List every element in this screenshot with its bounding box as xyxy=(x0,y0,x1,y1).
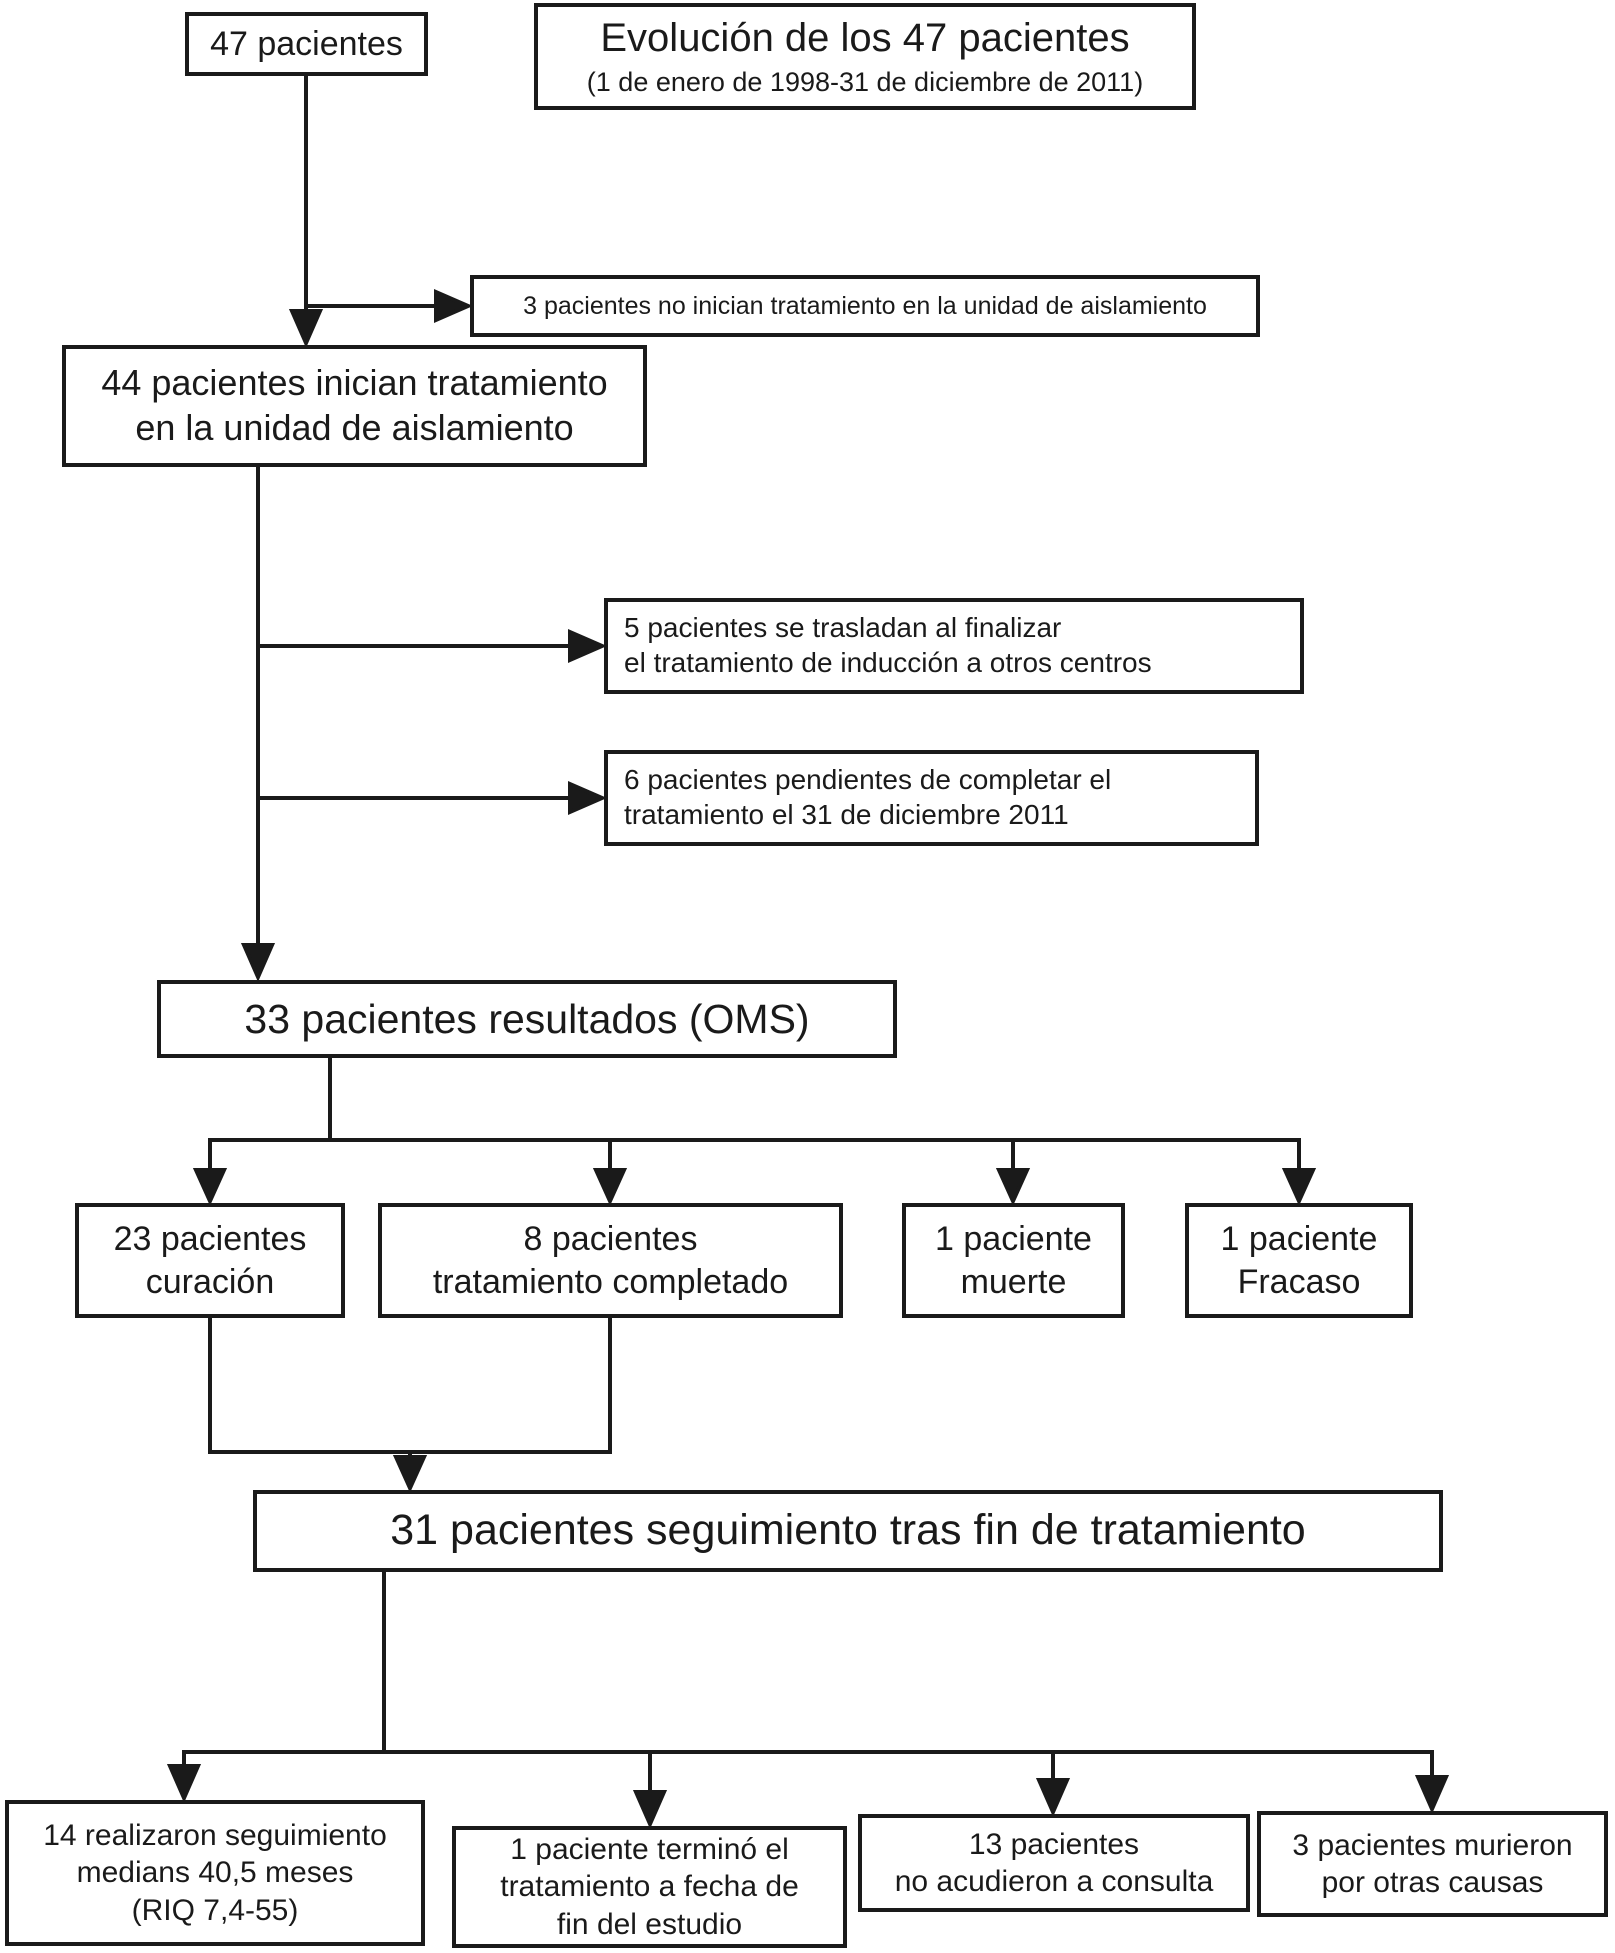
arrowhead-failure xyxy=(1281,1168,1317,1206)
node-14-seguimiento-line3: (RIQ 7,4-55) xyxy=(131,1893,299,1927)
node-13-no-acudieron-line1: 13 pacientes xyxy=(968,1827,1140,1861)
arrowhead-completed xyxy=(592,1168,628,1206)
diagram-subtitle: (1 de enero de 1998-31 de diciembre de 2… xyxy=(586,66,1144,97)
node-3-no-inician-label: 3 pacientes no inician tratamiento en la… xyxy=(523,291,1207,320)
arrowhead-47-to-no3 xyxy=(434,288,473,324)
arrowhead-44-to-33 xyxy=(240,943,276,982)
node-1-termino-line3: fin del estudio xyxy=(556,1907,743,1941)
node-13-no-acudieron-line2: no acudieron a consulta xyxy=(894,1865,1214,1898)
node-1-muerte-line1: 1 paciente xyxy=(935,1220,1092,1259)
node-3-murieron: 3 pacientes murieron por otras causas xyxy=(1257,1811,1608,1917)
arrowhead-died3 xyxy=(1414,1775,1450,1814)
node-1-termino: 1 paciente terminó el tratamiento a fech… xyxy=(452,1826,847,1948)
arrowhead-44-to-6 xyxy=(568,780,607,816)
node-33-resultados-label: 33 pacientes resultados (OMS) xyxy=(244,995,810,1042)
node-23-curacion-line1: 23 pacientes xyxy=(113,1220,307,1259)
node-1-muerte-line2: muerte xyxy=(960,1262,1067,1301)
node-14-seguimiento-line1: 14 realizaron seguimiento xyxy=(43,1819,387,1853)
node-31-seguimiento: 31 pacientes seguimiento tras fin de tra… xyxy=(253,1490,1443,1572)
node-44-inician-line2: en la unidad de aislamiento xyxy=(135,407,574,448)
node-13-no-acudieron: 13 pacientes no acudieron a consulta xyxy=(858,1814,1250,1912)
node-5-trasladan-line2: el tratamiento de inducción a otros cent… xyxy=(624,647,1152,678)
node-3-no-inician: 3 pacientes no inician tratamiento en la… xyxy=(470,275,1260,337)
node-14-seguimiento-line2: medians 40,5 meses xyxy=(76,1856,354,1890)
node-47-pacientes: 47 pacientes xyxy=(185,12,428,76)
node-8-completado-line1: 8 pacientes xyxy=(523,1220,698,1259)
node-31-seguimiento-label: 31 pacientes seguimiento tras fin de tra… xyxy=(390,1506,1306,1555)
node-3-murieron-line1: 3 pacientes murieron xyxy=(1292,1828,1573,1862)
node-44-inician: 44 pacientes inician tratamiento en la u… xyxy=(62,345,647,467)
node-6-pendientes: 6 pacientes pendientes de completar el t… xyxy=(604,750,1259,846)
arrowhead-44-to-5 xyxy=(568,628,607,664)
arrowhead-47-to-44 xyxy=(288,309,324,348)
node-23-curacion-line2: curación xyxy=(145,1262,275,1301)
node-3-murieron-line2: por otras causas xyxy=(1321,1866,1544,1899)
node-44-inician-line1: 44 pacientes inician tratamiento xyxy=(101,362,608,404)
arrowhead-fin1 xyxy=(632,1790,668,1829)
node-47-pacientes-label: 47 pacientes xyxy=(210,24,403,63)
diagram-title-box: Evolución de los 47 pacientes (1 de ener… xyxy=(534,3,1196,110)
node-8-completado: 8 pacientes tratamiento completado xyxy=(378,1203,843,1318)
node-5-trasladan-line1: 5 pacientes se trasladan al finalizar xyxy=(624,612,1062,644)
node-8-completado-line2: tratamiento completado xyxy=(432,1262,789,1301)
node-1-fracaso-line1: 1 paciente xyxy=(1220,1220,1378,1259)
arrowhead-death xyxy=(995,1168,1031,1206)
arrowhead-to-31 xyxy=(392,1455,428,1493)
arrowhead-cured xyxy=(192,1168,228,1206)
node-14-seguimiento: 14 realizaron seguimiento medians 40,5 m… xyxy=(5,1800,425,1946)
node-1-termino-line1: 1 paciente terminó el xyxy=(510,1833,789,1867)
node-1-fracaso: 1 paciente Fracaso xyxy=(1185,1203,1413,1318)
node-6-pendientes-line1: 6 pacientes pendientes de completar el xyxy=(624,764,1112,796)
node-5-trasladan: 5 pacientes se trasladan al finalizar el… xyxy=(604,598,1304,694)
node-1-muerte: 1 paciente muerte xyxy=(902,1203,1125,1318)
arrowhead-fu14 xyxy=(166,1764,202,1803)
node-23-curacion: 23 pacientes curación xyxy=(75,1203,345,1318)
node-1-fracaso-line2: Fracaso xyxy=(1237,1262,1361,1301)
diagram-title: Evolución de los 47 pacientes xyxy=(600,15,1130,60)
arrowhead-nocon13 xyxy=(1035,1778,1071,1817)
node-1-termino-line2: tratamiento a fecha de xyxy=(500,1870,799,1904)
node-33-resultados: 33 pacientes resultados (OMS) xyxy=(157,980,897,1058)
node-6-pendientes-line2: tratamiento el 31 de diciembre 2011 xyxy=(624,799,1069,830)
